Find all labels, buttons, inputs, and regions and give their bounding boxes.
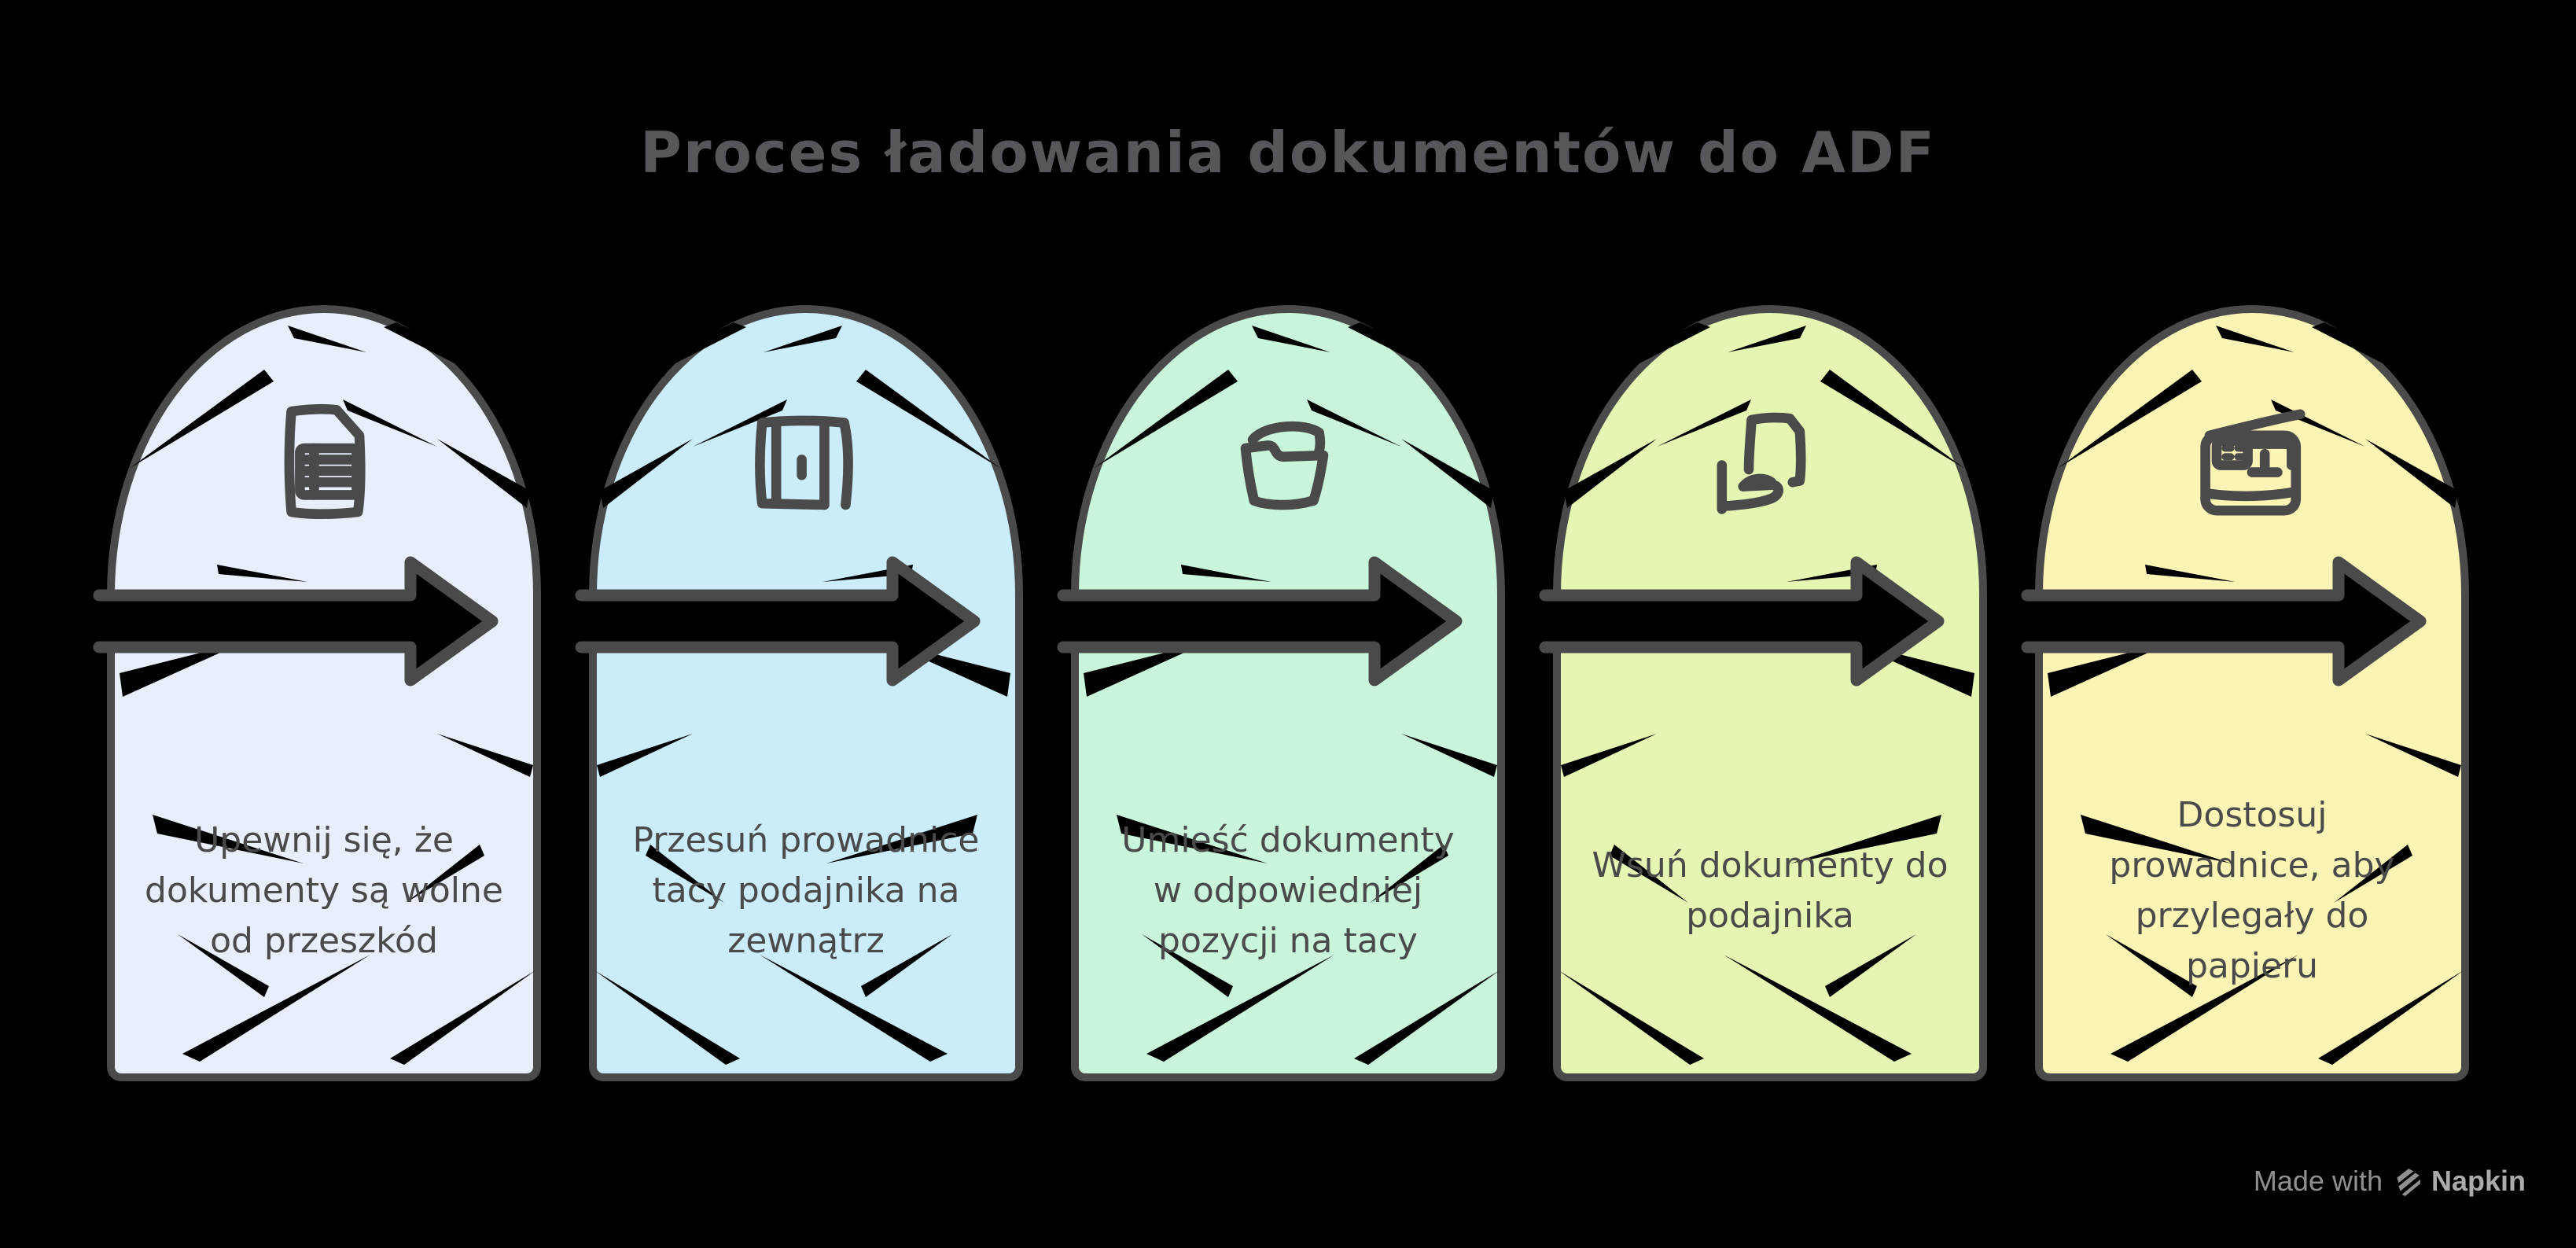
arrow-right-icon [1539,556,1945,687]
arrow-right-icon [2021,556,2427,687]
document-grid-icon [253,392,395,533]
arrow-right-icon [1057,556,1463,687]
copier-scanner-icon [2181,392,2323,533]
napkin-brand-label: Napkin [2431,1165,2526,1197]
step-card-5: Dostosuj prowadnice, aby przylegały do p… [2011,280,2493,1107]
step-description: Przesuń prowadnice tacy podajnika na zew… [632,820,980,961]
step-card-1: Upewnij się, że dokumenty są wolne od pr… [83,280,565,1107]
arrow-right-icon [93,556,499,687]
step-description: Dostosuj prowadnice, aby przylegały do p… [2109,795,2395,986]
insert-paper-icon [1699,392,1841,533]
step-card-3: Umieść dokumenty w odpowiedniej pozycji … [1047,280,1529,1107]
sliding-tray-icon [735,392,877,533]
steps-row: Upewnij się, że dokumenty są wolne od pr… [83,280,2493,1107]
step-description: Umieść dokumenty w odpowiedniej pozycji … [1121,820,1455,961]
step-description: Wsuń dokumenty do podajnika [1592,845,1949,936]
arrow-right-icon [575,556,981,687]
open-folder-icon [1217,392,1359,533]
step-card-2: Przesuń prowadnice tacy podajnika na zew… [565,280,1047,1107]
diagram-title: Proces ładowania dokumentów do ADF [640,120,1936,186]
napkin-logo-icon [2397,1169,2420,1196]
made-with-label: Made with [2253,1165,2383,1197]
made-with-napkin-credit: Made with Napkin [2254,1165,2526,1198]
step-card-4: Wsuń dokumenty do podajnika [1529,280,2011,1107]
step-description: Upewnij się, że dokumenty są wolne od pr… [145,820,503,961]
